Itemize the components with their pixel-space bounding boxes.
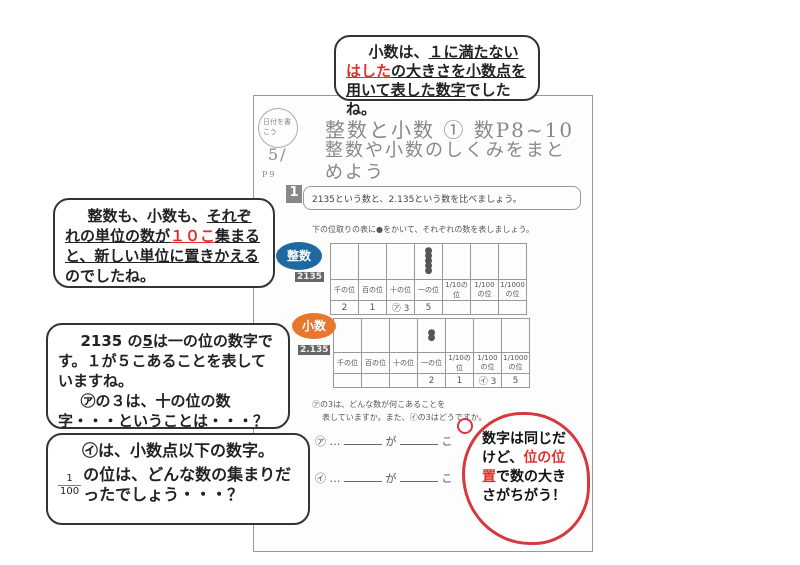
text: の大きさを小数点を用 — [346, 62, 527, 99]
integer-tag: 2135 — [295, 272, 325, 282]
digit-cell — [442, 300, 471, 315]
text: で数の大きさがちがう！ — [482, 469, 566, 504]
section-prompt: 2135という数と、2.135という数を比べましょう。 — [303, 186, 581, 210]
answer-blank[interactable] — [400, 444, 438, 445]
thought-cloud — [462, 412, 590, 545]
header-cell: 千の位 — [330, 279, 359, 301]
text: は一の位の数字です。１が５こあることを表していますね。 — [58, 332, 273, 390]
speech-bubble-hundredths: ㋑は、小数点以下の数字。 1 100 の位は、どんな数の集まりだったでしょう・・… — [46, 433, 310, 525]
header-cell: 一の位 — [414, 279, 443, 301]
text: それぞれの単位の数が — [65, 207, 252, 245]
digit-cell — [333, 373, 362, 388]
ga-text: が — [385, 435, 397, 448]
speech-bubble-unit: 整数も、小数も、それぞれの単位の数が１０こ集まると、新しい単位に置きかえるのでし… — [53, 198, 275, 288]
header-cell: 1/1000の位 — [501, 352, 530, 374]
header-cell: 千の位 — [333, 352, 362, 374]
highlight-text: 位の位置 — [482, 450, 566, 485]
text: のでしたね。 — [65, 267, 156, 285]
header-cell: 十の位 — [389, 352, 418, 374]
header-cell: 1/10の位 — [442, 279, 471, 301]
text: いて表した数字 — [361, 81, 466, 99]
digit-cell — [361, 373, 390, 388]
digit-cell: ㋐ 3 — [386, 300, 415, 315]
integer-badge: 整数 — [276, 242, 322, 270]
text: の位は、どんな数の集まりだったでしょう・・・？ — [83, 465, 292, 504]
denominator: 100 — [58, 484, 82, 497]
ga-text: が — [385, 472, 397, 485]
answer-label: ㋑ … — [315, 472, 341, 485]
digit-cell — [470, 300, 499, 315]
speech-bubble-top: 小数は、１に満たないはしたの大きさを小数点を用いて表した数字でしたね。 — [334, 35, 540, 118]
decimal-badge: 小数 — [292, 313, 336, 339]
text: 整数も、小数も、 — [87, 207, 207, 225]
lesson-goal: 整数や小数のしくみをまとめよう — [325, 140, 566, 183]
header-cell: 1/1000の位 — [498, 279, 527, 301]
instruction: 下の位取りの表に●をかいて、それぞれの数を表しましょう。 — [312, 225, 534, 234]
digit-cell: 1 — [358, 300, 387, 315]
date: 5/ — [268, 145, 288, 164]
text: 集まると、新しい単位に置きかえる — [65, 227, 261, 265]
digit-cell — [498, 300, 527, 315]
answer-blank[interactable] — [344, 444, 382, 445]
text: １に満たない — [428, 43, 519, 61]
answer-row-a: ㋐ … が こ — [315, 433, 475, 449]
speech-bubble-ones: 2135 の5は一の位の数字です。１が５こあることを表していますね。 ㋐の３は、… — [46, 323, 290, 430]
cloud-dot — [457, 418, 473, 434]
answer-blank[interactable] — [344, 481, 382, 482]
page-number: P9 — [262, 170, 277, 179]
answer-label: ㋐ … — [315, 435, 341, 448]
digit-cell — [389, 373, 418, 388]
digit-cell: 5 — [414, 300, 443, 315]
fraction: 1 100 — [58, 472, 82, 498]
lesson-title: 整数と小数 ① 数P8~10 — [325, 118, 575, 142]
text: 2135 の — [80, 332, 143, 350]
header-cell: 1/100の位 — [470, 279, 499, 301]
digit-cell: ㋑ 3 — [473, 373, 502, 388]
answer-blank[interactable] — [400, 481, 438, 482]
text: でしたね。 — [346, 81, 511, 118]
digit-cell: 2 — [417, 373, 446, 388]
digit-cell: 2 — [330, 300, 359, 315]
header-cell: 百の位 — [358, 279, 387, 301]
highlight-text: １０こ — [170, 227, 216, 245]
text: 小数は、 — [368, 43, 429, 61]
section-number: 1 — [286, 185, 302, 203]
ko-text: こ — [441, 472, 453, 485]
digit-cell: 5 — [501, 373, 530, 388]
header-cell: 1/10の位 — [445, 352, 474, 374]
answer-row-b: ㋑ … が こ — [315, 470, 475, 486]
date-note: 日付を書こう — [258, 108, 298, 148]
header-cell: 1/100の位 — [473, 352, 502, 374]
ko-text: こ — [441, 435, 453, 448]
header-cell: 一の位 — [417, 352, 446, 374]
decimal-tag: 2.135 — [298, 345, 331, 355]
text: ㋑は、小数点以下の数字。 — [82, 441, 275, 460]
text: ㋐の３は、十の位の数字・・・ということは・・・？ — [58, 392, 269, 430]
header-cell: 百の位 — [361, 352, 390, 374]
cloud-text: 数字は同じだけど、位の位置で数の大きさがちがう！ — [482, 430, 577, 506]
numerator: 1 — [66, 472, 73, 484]
question2-line2: 表していますか。また、㋑の3はどうですか。 — [322, 413, 487, 422]
highlight-text: はした — [346, 62, 392, 80]
question2-line1: ㋐の3は、どんな数が何こあることを — [312, 400, 446, 409]
header-cell: 十の位 — [386, 279, 415, 301]
digit-cell: 1 — [445, 373, 474, 388]
text: 5 — [142, 332, 153, 350]
text: 数字は同じだけど、 — [482, 431, 566, 466]
